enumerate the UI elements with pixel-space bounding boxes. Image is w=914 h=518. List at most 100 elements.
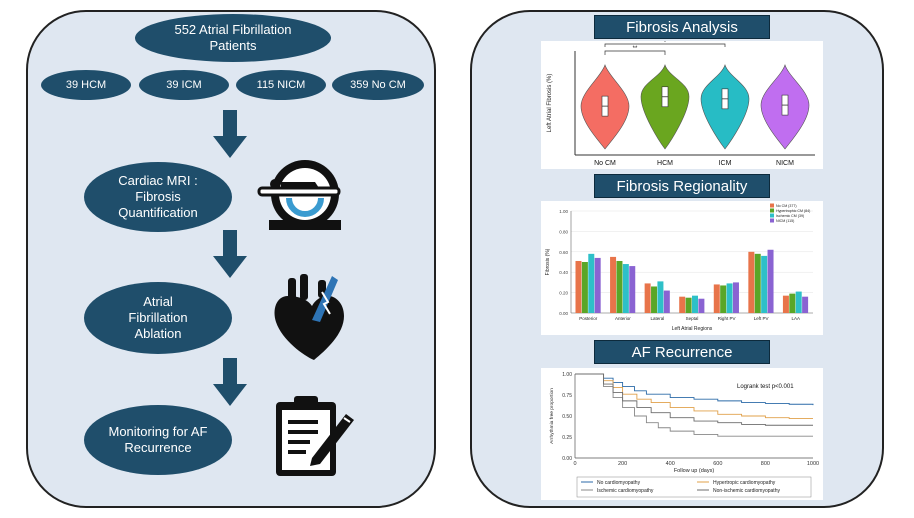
bar-0-0	[575, 260, 582, 313]
km-legend-label-2: Ischemic cardiomyopathy	[597, 488, 654, 494]
bar-xtick-5: Left PV	[754, 316, 769, 321]
bar-1-3	[629, 266, 636, 313]
bar-1-0	[610, 256, 617, 313]
group-nocm-oval: 359 No CM	[332, 70, 424, 100]
header-af-recurrence: AF Recurrence	[594, 340, 770, 364]
bar-legend-label-1: Hypertrophic CM (84)	[776, 209, 810, 213]
header-fibrosis-regionality: Fibrosis Regionality	[594, 174, 770, 198]
group-nicm-oval: 115 NICM	[236, 70, 326, 100]
bar-5-2	[761, 255, 768, 313]
km-xtick-5: 1000	[807, 461, 819, 467]
km-xtick-1: 200	[618, 461, 627, 467]
bar-ylabel: Fibrosis (%)	[545, 248, 551, 275]
header-af-recurrence-label: AF Recurrence	[631, 343, 733, 361]
km-xlabel: Follow up (days)	[674, 468, 715, 474]
violin-sig-1: *	[664, 41, 667, 46]
violin-bracket-1	[604, 43, 726, 47]
km-ytick-0: 0.00	[562, 456, 572, 462]
bar-1-1	[616, 260, 623, 313]
bar-xtick-4: Right PV	[718, 316, 736, 321]
km-legend-label-1: Hypertropic cardiomyopathy	[713, 480, 776, 486]
bar-0-3	[594, 257, 601, 313]
bar-ytick-4: 0.80	[559, 229, 568, 234]
bar-3-3	[698, 298, 705, 313]
bar-4-1	[720, 285, 727, 313]
total-patients-oval: 552 Atrial Fibrillation Patients	[135, 14, 331, 62]
km-line-1	[575, 373, 813, 419]
header-fibrosis-analysis: Fibrosis Analysis	[594, 15, 770, 39]
bar-1-2	[622, 264, 629, 313]
km-line-0	[575, 373, 814, 406]
bar-5-0	[748, 251, 755, 313]
header-fibrosis-regionality-label: Fibrosis Regionality	[616, 177, 748, 195]
bar-2-0	[644, 283, 651, 313]
km-ytick-4: 1.00	[562, 372, 572, 378]
group-hcm-label: 39 HCM	[65, 79, 107, 91]
step-monitoring-oval: Monitoring for AF Recurrence	[84, 405, 232, 475]
bar-xtick-0: Posterior	[579, 316, 598, 321]
km-xtick-3: 600	[713, 461, 722, 467]
km-chart: 0.00 0.25 0.50 0.75 1.00 0 200 400 600 800 1000Fol…	[549, 372, 819, 498]
group-icm-oval: 39 ICM	[139, 70, 229, 100]
bar-legend-label-3: NICM (115)	[776, 219, 794, 223]
bar-ytick-3: 0.60	[559, 250, 568, 255]
violin-ylabel: Left Atrial Fibrosis (%)	[547, 74, 553, 133]
group-icm-label: 39 ICM	[166, 79, 202, 91]
km-xtick-2: 400	[666, 461, 675, 467]
bar-ytick-0: 0.00	[559, 311, 568, 316]
bar-xtick-2: Lateral	[651, 316, 665, 321]
bar-5-1	[754, 253, 761, 313]
bar-legend-swatch-0	[770, 203, 774, 208]
bar-legend-label-2: Ischemic CM (39)	[776, 214, 804, 218]
bar-4-3	[732, 282, 739, 313]
violin-xtick-2: ICM	[719, 160, 732, 167]
km-ytick-2: 0.50	[562, 414, 572, 420]
bar-4-0	[713, 284, 720, 313]
bar-xtick-1: Anterior	[615, 316, 631, 321]
bar-legend-label-0: No CM (377)	[776, 204, 797, 208]
km-ylabel: Arrhythmia free proportion	[549, 388, 555, 444]
bar-xtick-3: Septal	[686, 316, 699, 321]
km-legend-label-0: No cardiomyopathy	[597, 480, 641, 486]
violin-bracket-0	[604, 50, 666, 55]
violin-xtick-0: No CM	[594, 160, 616, 167]
bar-5-3	[767, 249, 774, 313]
clipboard-checklist-icon	[276, 396, 354, 476]
bar-legend-swatch-2	[770, 213, 774, 218]
km-legend-label-3: Non-ischemic cardiomyopathy	[713, 488, 780, 494]
group-hcm-oval: 39 HCM	[41, 70, 131, 100]
km-ytick-3: 0.75	[562, 393, 572, 399]
km-line-2	[575, 373, 813, 437]
bar-6-2	[795, 291, 802, 313]
down-arrow-1	[213, 110, 247, 158]
km-annotation: Logrank test p<0.001	[737, 384, 794, 390]
km-xtick-0: 0	[573, 461, 576, 467]
bar-3-1	[685, 297, 692, 313]
bar-3-2	[692, 295, 698, 313]
step-monitoring-label: Monitoring for AF Recurrence	[108, 424, 208, 455]
group-nocm-label: 359 No CM	[350, 79, 406, 91]
km-xtick-4: 800	[761, 461, 770, 467]
bar-ytick-1: 0.20	[559, 291, 568, 296]
bar-3-0	[679, 296, 686, 313]
bar-2-2	[657, 281, 664, 313]
violin-xtick-1: HCM	[657, 160, 673, 167]
km-line-3	[575, 373, 813, 426]
down-arrow-2	[213, 230, 247, 278]
violin-sig-0: **	[633, 46, 638, 52]
down-arrow-3	[213, 358, 247, 406]
header-fibrosis-analysis-label: Fibrosis Analysis	[626, 18, 738, 36]
mri-scanner-icon	[257, 160, 341, 230]
bar-2-3	[663, 290, 670, 313]
step-ablation-oval: Atrial Fibrillation Ablation	[84, 282, 232, 354]
step-mri-oval: Cardiac MRI : Fibrosis Quantification	[84, 162, 232, 232]
bar-6-1	[789, 293, 796, 313]
km-ytick-1: 0.25	[562, 435, 572, 441]
bar-4-2	[726, 283, 733, 313]
bar-legend-swatch-1	[770, 208, 774, 213]
